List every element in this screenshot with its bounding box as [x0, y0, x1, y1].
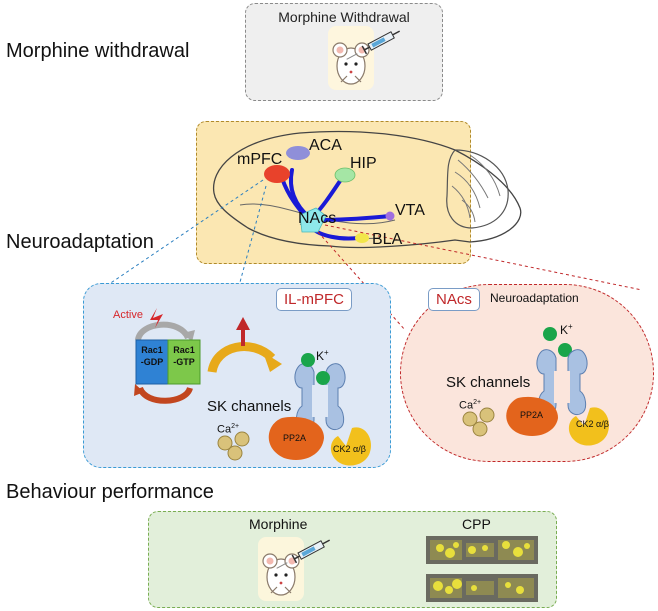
nacs-subtitle: Neuroadaptation: [490, 291, 579, 305]
ck2-label: CK2 α/β: [576, 419, 609, 429]
sk-channels-label: SK channels: [446, 374, 531, 391]
region-label-vta: VTA: [395, 202, 425, 219]
hip-region: [334, 167, 356, 183]
il-mpfc-title: IL-mPFC: [276, 288, 352, 311]
rac1-gtp-label: Rac1-GTP: [173, 345, 195, 367]
section-label-neuroadaptation: Neuroadaptation: [6, 231, 154, 253]
aca-region: [286, 146, 310, 160]
bla-region: [355, 233, 369, 243]
morphine-withdrawal-title: Morphine Withdrawal: [278, 9, 410, 25]
pp2a-label: PP2A: [283, 433, 307, 443]
k-ion-1: [301, 353, 315, 367]
ca-ion-2: [234, 431, 250, 447]
cpp-track-image-2: [426, 574, 538, 602]
rac1-gdp-box: [135, 339, 169, 385]
rac1-gtp-box: [167, 339, 201, 385]
region-label-aca: ACA: [309, 137, 342, 154]
pp2a-shape: [268, 416, 324, 460]
nacs-region: [299, 207, 327, 233]
sk-channel-shape: [536, 349, 588, 416]
nacs-title: NAcs: [428, 288, 480, 311]
ck2-shape: [330, 427, 372, 466]
active-label: Active: [113, 309, 143, 321]
ca-ion-label: Ca2+: [217, 423, 240, 436]
sk-channels-label: SK channels: [207, 398, 292, 415]
ca-ion-2: [479, 407, 495, 423]
cerebellum-outline: [446, 149, 509, 229]
mouse-syringe-icon: [258, 537, 331, 601]
ck2-label: CK2 α/β: [333, 444, 366, 454]
curved-arrow-icon: [207, 342, 276, 374]
k-ion-2: [316, 371, 330, 385]
k-ion-label: K+: [560, 322, 573, 337]
rac1-gdp-label: Rac1-GDP: [140, 345, 164, 367]
pp2a-shape: [506, 396, 558, 437]
vta-region: [385, 211, 395, 221]
k-ion-2: [558, 343, 572, 357]
pp2a-label: PP2A: [520, 410, 544, 420]
section-label-morphine-withdrawal: Morphine withdrawal: [6, 40, 190, 62]
mpfc-region: [264, 165, 290, 183]
cpp-label: CPP: [462, 516, 491, 532]
region-label-hip: HIP: [350, 155, 377, 172]
ca-ion-1: [462, 411, 478, 427]
ca-ion-label: Ca2+: [459, 399, 482, 412]
k-ion-1: [543, 327, 557, 341]
ca-ion-3: [227, 445, 243, 461]
region-label-mpfc: mPFC: [237, 151, 283, 168]
ca-ion-1: [217, 435, 233, 451]
ck2-shape: [568, 407, 610, 446]
region-label-bla: BLA: [372, 231, 403, 248]
ca-ion-3: [472, 421, 488, 437]
k-ion-label: K+: [316, 348, 329, 363]
section-label-behaviour-performance: Behaviour performance: [6, 481, 214, 503]
lightning-icon: [150, 308, 163, 328]
morphine-label: Morphine: [249, 516, 308, 532]
region-label-nacs: NAcs: [298, 210, 337, 227]
cpp-track-image-1: [426, 536, 538, 564]
brain-outline: [212, 130, 522, 249]
sk-channel-shape: [294, 363, 346, 431]
